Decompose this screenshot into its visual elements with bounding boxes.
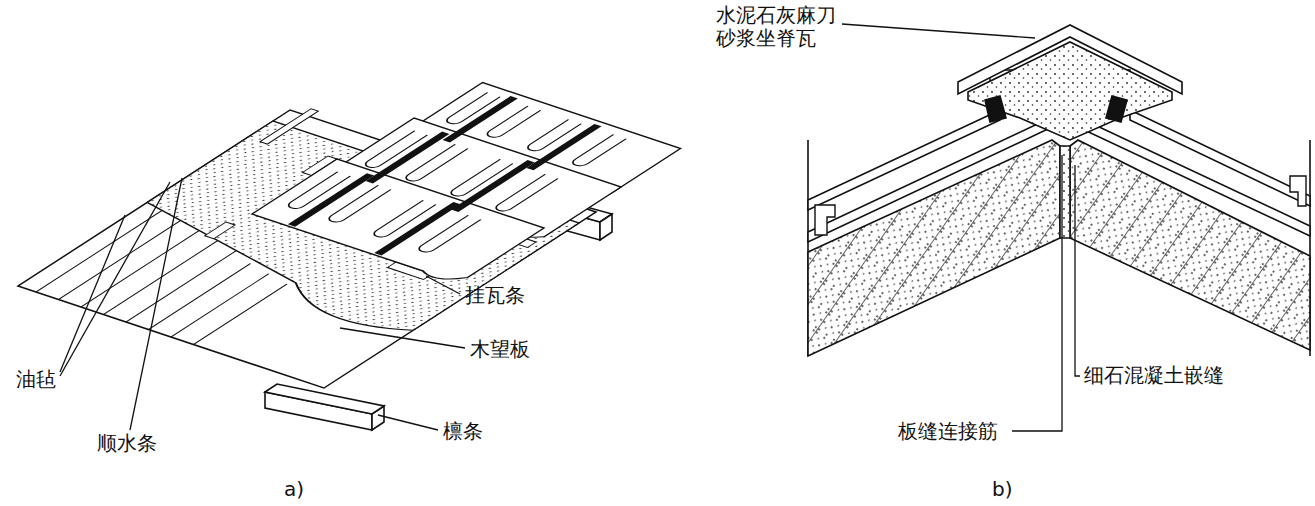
roof-layers [18, 50, 690, 389]
leader-line [60, 178, 465, 430]
part-label: 水泥石灰麻刀 砂浆坐脊瓦 [716, 4, 842, 50]
part-label: 油毡 [16, 368, 56, 391]
part-label: 挂瓦条 [465, 284, 525, 307]
ridge-section [808, 25, 1310, 356]
part-label: 顺水条 [97, 432, 157, 455]
leader-line [842, 24, 1080, 431]
part-label: 细石混凝土嵌缝 [1084, 364, 1224, 387]
part-label: 木望板 [470, 338, 530, 361]
part-label: 板缝连接筋 [898, 420, 998, 443]
part-label: b) [992, 478, 1013, 501]
part-label: 檩条 [443, 420, 483, 443]
part-label: a) [284, 478, 304, 501]
tiles [249, 77, 680, 288]
